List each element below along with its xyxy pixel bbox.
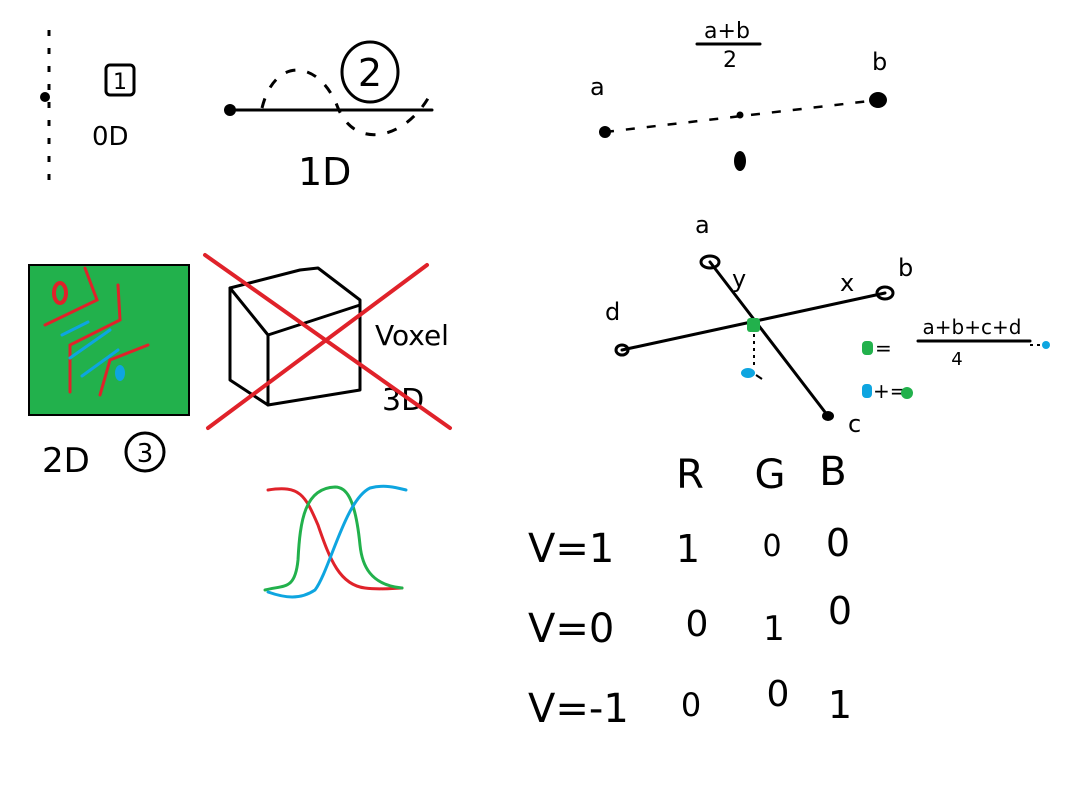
- rgb-cell: 1: [676, 527, 700, 571]
- rgb-header-r: R: [676, 452, 704, 498]
- midpoint-point-b: [869, 92, 887, 108]
- quad-section: a b c d y x = a+b+c+d 4 +=: [605, 211, 1050, 438]
- one-d-label: 1D: [298, 150, 351, 194]
- zero-d-point: [40, 92, 50, 102]
- midpoint-formula-numerator: a+b: [704, 19, 750, 44]
- quad-blue-point-tick: [755, 374, 763, 380]
- quad-axis-x-label: x: [840, 269, 854, 297]
- two-d-label: 2D: [42, 441, 90, 481]
- quad-formula-denominator: 4: [951, 349, 962, 370]
- quad-point-a-label: a: [695, 211, 710, 239]
- quad-point-b: [875, 285, 895, 301]
- quad-line-a-c: [708, 260, 830, 418]
- two-d-marker: 3: [137, 439, 154, 469]
- two-d-section: 2D 3: [28, 264, 190, 481]
- quad-green-center: [747, 318, 760, 332]
- rgb-cell: 0: [681, 686, 701, 724]
- zero-d-marker-box: [104, 63, 136, 97]
- rgb-row-label: V=0: [528, 606, 614, 652]
- blue-curve: [266, 484, 408, 599]
- one-d-marker: 2: [358, 51, 382, 95]
- three-d-word: Voxel: [375, 319, 449, 352]
- midpoint-formula-denominator: 2: [723, 48, 737, 73]
- midpoint-center-dot: [736, 111, 744, 119]
- one-d-start-point: [224, 104, 236, 116]
- one-d-marker-circle: [340, 40, 400, 104]
- midpoint-section: a+b 2 a b: [590, 19, 887, 171]
- midpoint-result-point: [734, 151, 746, 171]
- two-d-blue-contours: [60, 320, 120, 378]
- two-d-red-contours: [43, 266, 150, 397]
- rgb-row-label: V=1: [528, 526, 614, 572]
- quad-axis-y-label: y: [732, 265, 746, 293]
- one-d-section: 2 1D: [224, 40, 434, 194]
- rgb-table: R G B V=1 1 0 0 V=0 0 1 0 V=-1 0 0 1: [528, 449, 852, 732]
- rgb-header-g: G: [755, 452, 786, 498]
- rgb-cell: 0: [686, 604, 709, 645]
- midpoint-dashed-segment: [604, 98, 879, 134]
- quad-eq-blue-dot: [862, 384, 872, 398]
- quad-eq-blue: +=: [873, 379, 907, 403]
- rgb-cell: 0: [762, 529, 781, 564]
- three-d-section: Voxel 3D: [203, 253, 452, 430]
- quad-blue-point: [741, 368, 755, 378]
- rgb-cell: 0: [767, 674, 790, 715]
- three-d-label: 3D: [382, 383, 424, 418]
- quad-eq-blue-green-dot: [901, 387, 913, 399]
- zero-d-section: 1 0D: [40, 30, 136, 186]
- quad-point-a: [699, 254, 721, 270]
- two-d-blue-blob: [115, 365, 125, 381]
- zero-d-marker: 1: [113, 70, 127, 95]
- two-d-red-blob: [52, 281, 68, 305]
- red-curve: [266, 487, 404, 591]
- midpoint-point-b-label: b: [872, 48, 887, 76]
- zero-d-label: 0D: [92, 122, 129, 152]
- quad-formula-numerator: a+b+c+d: [923, 315, 1022, 339]
- rgb-curves: [263, 484, 408, 599]
- quad-point-c: [822, 411, 834, 421]
- quad-point-d: [614, 343, 630, 357]
- two-d-marker-circle: [124, 431, 166, 473]
- rgb-cell: 0: [826, 521, 850, 565]
- quad-eq-green: =: [875, 336, 892, 360]
- rgb-cell: 1: [828, 683, 852, 727]
- quad-eq-green-dot: [862, 341, 873, 355]
- rgb-cell: 1: [763, 609, 785, 649]
- green-curve: [263, 485, 404, 592]
- rgb-cell: 0: [828, 589, 852, 633]
- rgb-header-b: B: [819, 449, 846, 495]
- cross-out-line-2: [206, 263, 429, 430]
- one-d-dashed-wave: [260, 68, 432, 137]
- quad-point-c-label: c: [848, 410, 861, 438]
- rgb-row-label: V=-1: [528, 686, 629, 732]
- quad-point-d-label: d: [605, 298, 620, 326]
- quad-fraction-blue-dot: [1042, 341, 1050, 349]
- quad-point-b-label: b: [898, 254, 913, 282]
- midpoint-point-a: [599, 126, 611, 138]
- midpoint-point-a-label: a: [590, 73, 605, 101]
